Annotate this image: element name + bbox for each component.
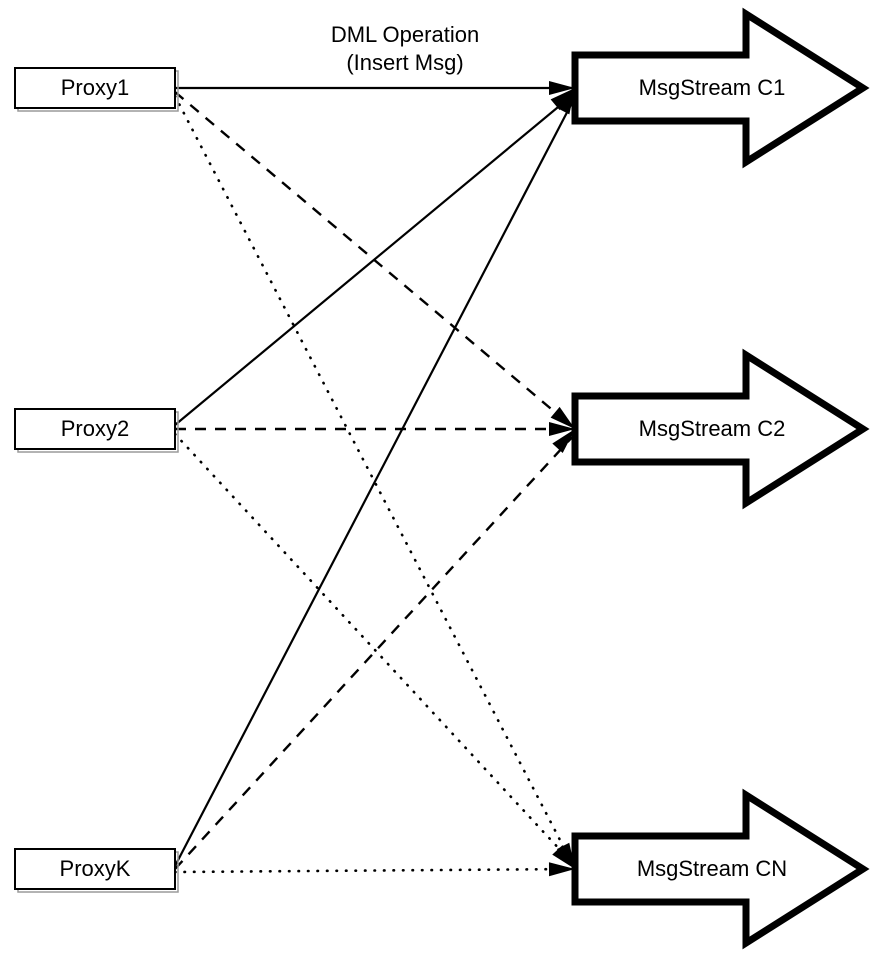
arrowhead-group-c1 — [549, 81, 575, 115]
msgstream-cn[interactable]: MsgStream CN — [571, 788, 870, 950]
proxy-node-proxy2[interactable]: Proxy2 — [14, 408, 179, 453]
edge-caption-line1: DML Operation — [331, 22, 479, 47]
link-proxy2-to-c1 — [174, 92, 576, 426]
arrowhead-proxy2-to-c1 — [550, 88, 575, 111]
proxy-node-proxyk[interactable]: ProxyK — [14, 848, 179, 893]
proxy2-label: Proxy2 — [61, 416, 129, 441]
arrowhead-proxyK-to-c1 — [556, 88, 575, 115]
edge-caption-line2: (Insert Msg) — [346, 50, 463, 75]
arrowhead-proxyK-to-c2 — [552, 429, 575, 453]
arrowhead-proxy2-to-c2 — [549, 422, 575, 436]
msgstream-cn-label: MsgStream CN — [637, 856, 787, 881]
proxy1-label: Proxy1 — [61, 75, 129, 100]
arrowhead-proxy2-to-cn — [552, 845, 575, 869]
msgstream-cn-shape — [571, 788, 870, 950]
proxy-layer: Proxy1 Proxy2 ProxyK — [14, 67, 179, 893]
msgstream-c2-label: MsgStream C2 — [639, 416, 786, 441]
link-proxyk-to-cn — [173, 867, 577, 874]
proxyk-label: ProxyK — [60, 856, 131, 881]
msgstream-c2[interactable]: MsgStream C2 — [571, 348, 870, 510]
arrowheads-layer — [548, 81, 575, 877]
msgstream-c1-label: MsgStream C1 — [639, 75, 786, 100]
edge-caption-dml-operation: DML Operation (Insert Msg) — [331, 22, 479, 75]
proxy2-box — [14, 408, 176, 450]
arrowhead-proxy1-to-c2 — [550, 406, 575, 429]
arrowhead-proxyK-to-cn — [548, 862, 575, 877]
arrowhead-group-c2 — [549, 406, 575, 453]
msgstream-c2-shape — [571, 348, 870, 510]
arrowhead-proxy1-to-c1 — [549, 81, 575, 95]
link-proxy2-to-cn — [173, 432, 577, 868]
proxy-node-proxy1[interactable]: Proxy1 — [14, 67, 179, 112]
link-proxy1-to-c2 — [174, 91, 576, 430]
proxyk-box — [14, 848, 176, 890]
msgstream-c1-shape — [571, 7, 870, 169]
proxy1-box — [14, 67, 176, 109]
msgstream-layer: MsgStream C1 MsgStream C2 MsgStream CN — [571, 7, 870, 950]
links-layer — [173, 86, 577, 874]
msgstream-c1[interactable]: MsgStream C1 — [571, 7, 870, 169]
link-proxyk-to-c1 — [174, 96, 576, 867]
arrowhead-group-cn — [548, 842, 575, 877]
